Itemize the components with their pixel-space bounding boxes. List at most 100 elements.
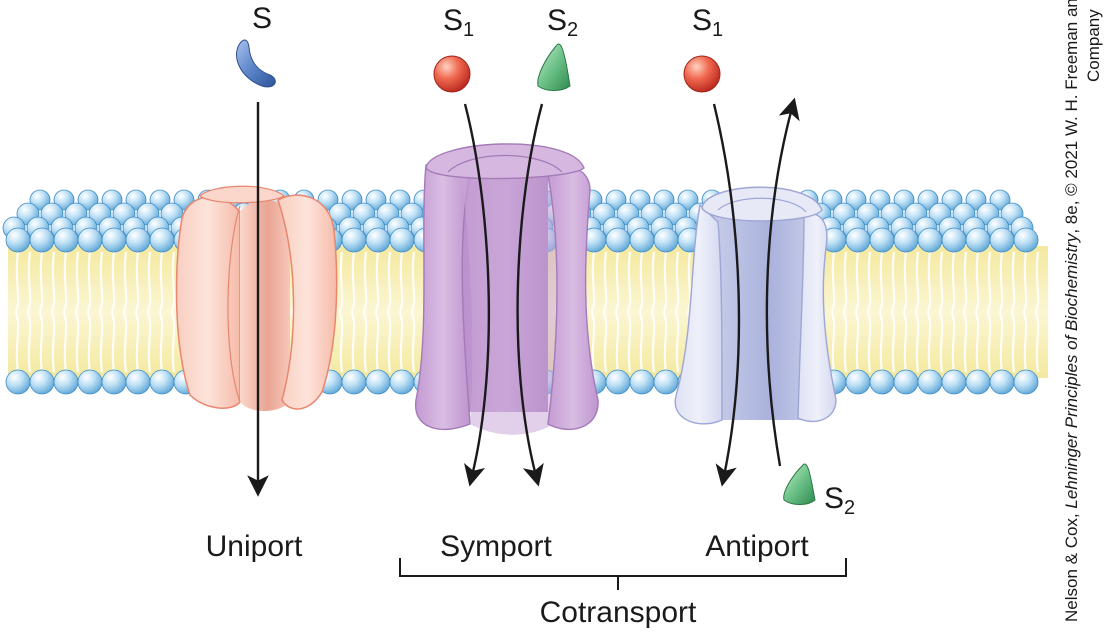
lipid-tail bbox=[374, 251, 380, 373]
lipid-tail bbox=[1010, 251, 1016, 373]
lipid-head-group bbox=[389, 369, 415, 395]
lipid-head-group bbox=[989, 227, 1015, 253]
lipid-head-group bbox=[101, 369, 127, 395]
lipid-tail bbox=[974, 251, 980, 373]
lipid-head-group bbox=[845, 369, 871, 395]
antiport-label: Antiport bbox=[705, 530, 809, 563]
lipid-tail bbox=[98, 251, 104, 373]
substrate-s-blue-icon bbox=[236, 39, 276, 88]
lipid-tail bbox=[38, 251, 44, 373]
lipid-head-group bbox=[5, 369, 31, 395]
lipid-head-group bbox=[341, 369, 367, 395]
lipid-tail bbox=[62, 251, 68, 373]
lipid-tail bbox=[830, 251, 836, 373]
antiport-s2-label: S2 bbox=[824, 482, 855, 519]
lipid-tail bbox=[638, 251, 644, 373]
lipid-head-group bbox=[965, 369, 991, 395]
lipid-tail bbox=[170, 251, 176, 373]
antiport-s2-arrow bbox=[765, 97, 800, 467]
lipid-head-group bbox=[965, 189, 987, 211]
symport-s2-label: S2 bbox=[547, 4, 578, 41]
lipid-head-group bbox=[101, 189, 123, 211]
lipid-tail bbox=[842, 251, 848, 373]
cotransport-label: Cotransport bbox=[540, 596, 697, 629]
lipid-tail bbox=[662, 251, 668, 373]
antiport-s1-arrow bbox=[712, 103, 741, 487]
lipid-head-group bbox=[125, 369, 151, 395]
lipid-head-group bbox=[989, 189, 1011, 211]
lipid-head-group bbox=[341, 227, 367, 253]
substrate-s1-red-icon bbox=[433, 55, 471, 93]
lipid-head-group bbox=[917, 189, 939, 211]
lipid-tail bbox=[854, 251, 860, 373]
credit-line-2: Company bbox=[1084, 9, 1103, 82]
lipid-head-group bbox=[677, 189, 699, 211]
lipid-head-group bbox=[989, 369, 1015, 395]
lipid-tail bbox=[398, 251, 404, 373]
lipid-head-group bbox=[1013, 227, 1039, 253]
lipid-head-group bbox=[1013, 369, 1039, 395]
antiport-s1-label: S1 bbox=[692, 4, 723, 41]
lipid-head-group bbox=[845, 189, 867, 211]
lipid-head-group bbox=[365, 227, 391, 253]
lipid-tail bbox=[902, 251, 908, 373]
lipid-head-group bbox=[77, 227, 103, 253]
cotransport-bracket bbox=[399, 558, 847, 590]
lipid-tail bbox=[134, 251, 140, 373]
lipid-tail bbox=[1022, 251, 1028, 373]
lipid-head-group bbox=[845, 227, 871, 253]
lipid-head-group bbox=[869, 369, 895, 395]
lipid-tail bbox=[962, 251, 968, 373]
lipid-head-group bbox=[821, 189, 843, 211]
lipid-head-group bbox=[149, 227, 175, 253]
symport-s1-arrow bbox=[463, 103, 491, 487]
lipid-tail bbox=[338, 251, 344, 373]
lipid-head-group bbox=[365, 189, 387, 211]
lipid-head-group bbox=[29, 227, 55, 253]
lipid-tail bbox=[890, 251, 896, 373]
lipid-tail bbox=[614, 251, 620, 373]
lipid-head-group bbox=[365, 369, 391, 395]
lipid-tail bbox=[602, 251, 608, 373]
lipid-tail bbox=[926, 251, 932, 373]
lipid-head-group bbox=[629, 189, 651, 211]
uniport-protein bbox=[175, 185, 338, 411]
lipid-head-group bbox=[389, 189, 411, 211]
lipid-head-group bbox=[605, 369, 631, 395]
substrate-s1-red-icon-antiport bbox=[683, 55, 721, 93]
lipid-head-group bbox=[605, 189, 627, 211]
lipid-tail bbox=[878, 251, 884, 373]
antiport-protein bbox=[674, 186, 837, 425]
lipid-tail bbox=[86, 251, 92, 373]
lipid-tail bbox=[998, 251, 1004, 373]
lipid-head-group bbox=[965, 227, 991, 253]
lipid-head-group bbox=[869, 227, 895, 253]
lipid-tail bbox=[410, 251, 416, 373]
lipid-head-group bbox=[389, 227, 415, 253]
lipid-head-group bbox=[77, 369, 103, 395]
lipid-tail bbox=[938, 251, 944, 373]
lipid-head-group bbox=[149, 189, 171, 211]
lipid-tail bbox=[590, 251, 596, 373]
lipid-head-group bbox=[53, 189, 75, 211]
lipid-head-group bbox=[941, 227, 967, 253]
lipid-head-group bbox=[629, 369, 655, 395]
lipid-tail bbox=[122, 251, 128, 373]
lipid-head-group bbox=[941, 189, 963, 211]
uniport-label: Uniport bbox=[206, 530, 303, 563]
lipid-head-group bbox=[869, 189, 891, 211]
uniport-s-label: S bbox=[252, 2, 272, 35]
lipid-head-group bbox=[893, 369, 919, 395]
lipid-head-group bbox=[53, 369, 79, 395]
lipid-tail bbox=[74, 251, 80, 373]
lipid-head-group bbox=[893, 189, 915, 211]
lipid-tail bbox=[146, 251, 152, 373]
substrate-s2-green-icon bbox=[537, 43, 571, 91]
lipid-head-group bbox=[29, 369, 55, 395]
lipid-tail bbox=[158, 251, 164, 373]
lipid-head-group bbox=[149, 369, 175, 395]
symport-s2-arrow bbox=[516, 103, 544, 487]
lipid-tail bbox=[50, 251, 56, 373]
lipid-head-group bbox=[125, 189, 147, 211]
